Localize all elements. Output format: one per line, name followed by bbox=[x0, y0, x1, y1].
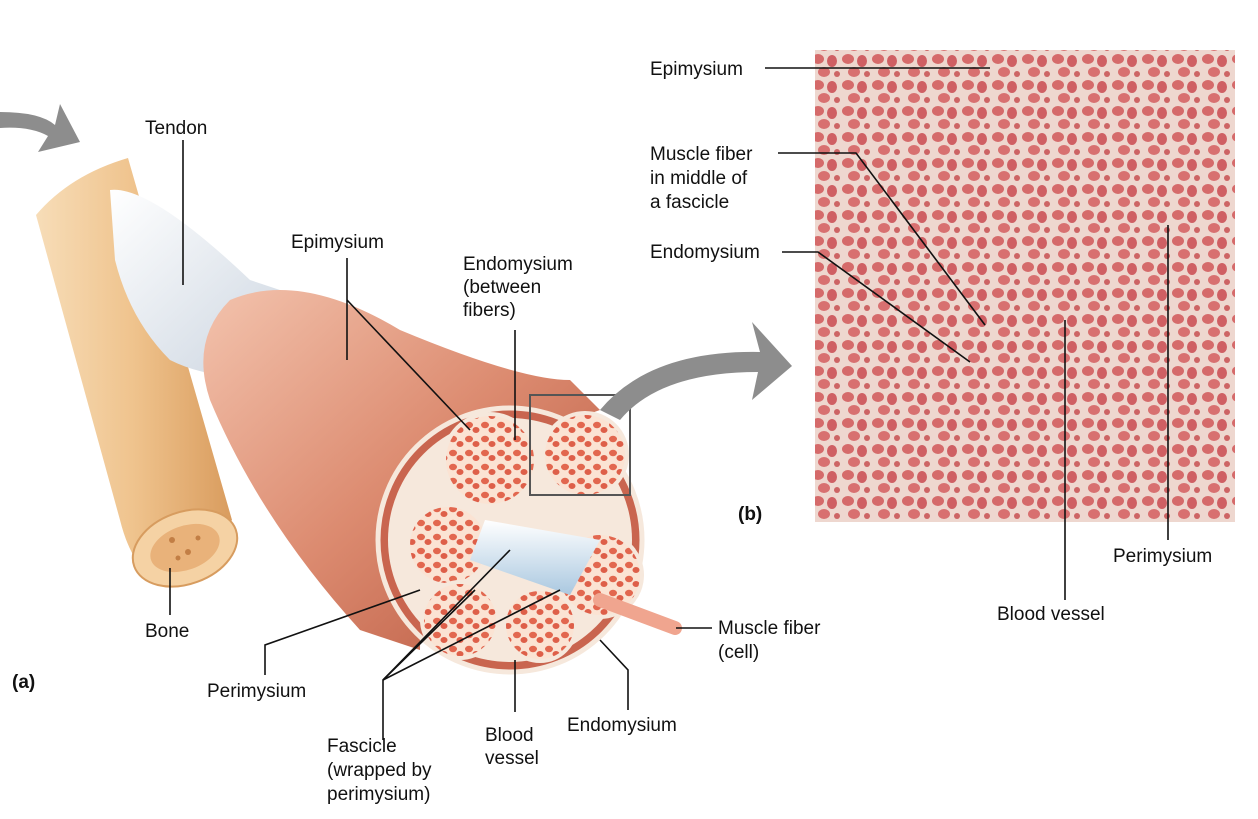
endomysium-between-label-3: fibers) bbox=[463, 300, 516, 321]
bone-label: Bone bbox=[145, 621, 189, 642]
muscle-fiber-middle-label-2: in middle of bbox=[650, 168, 748, 189]
epimysium-label-a: Epimysium bbox=[291, 232, 384, 253]
epimysium-label-b: Epimysium bbox=[650, 59, 743, 80]
blood-vessel-label-a-1: Blood bbox=[485, 725, 534, 746]
endomysium-label-a: Endomysium bbox=[567, 715, 677, 736]
blood-vessel-label-a-2: vessel bbox=[485, 748, 539, 769]
pointer-arrow-right bbox=[600, 322, 792, 420]
muscle-fiber-label-2: (cell) bbox=[718, 642, 759, 663]
perimysium-label-a: Perimysium bbox=[207, 681, 306, 702]
fascicle-label-3: perimysium) bbox=[327, 784, 430, 805]
panel-a-label: (a) bbox=[12, 672, 35, 693]
muscle-fiber-label-1: Muscle fiber bbox=[718, 618, 821, 639]
muscle-fiber-middle-label-3: a fascicle bbox=[650, 192, 729, 213]
fascicle-label-2: (wrapped by bbox=[327, 760, 432, 781]
tendon-label: Tendon bbox=[145, 118, 207, 139]
endomysium-between-label-2: (between bbox=[463, 277, 541, 298]
muscle-fiber-middle-label-1: Muscle fiber bbox=[650, 144, 753, 165]
perimysium-label-b: Perimysium bbox=[1113, 546, 1212, 567]
endomysium-between-label-1: Endomysium bbox=[463, 254, 573, 275]
pointer-arrow-left bbox=[0, 104, 80, 152]
blood-vessel-label-b: Blood vessel bbox=[997, 604, 1105, 625]
fascicle-label-1: Fascicle bbox=[327, 736, 397, 757]
endomysium-label-b: Endomysium bbox=[650, 242, 760, 263]
micrograph-image bbox=[815, 50, 1235, 522]
panel-b-label: (b) bbox=[738, 504, 762, 525]
